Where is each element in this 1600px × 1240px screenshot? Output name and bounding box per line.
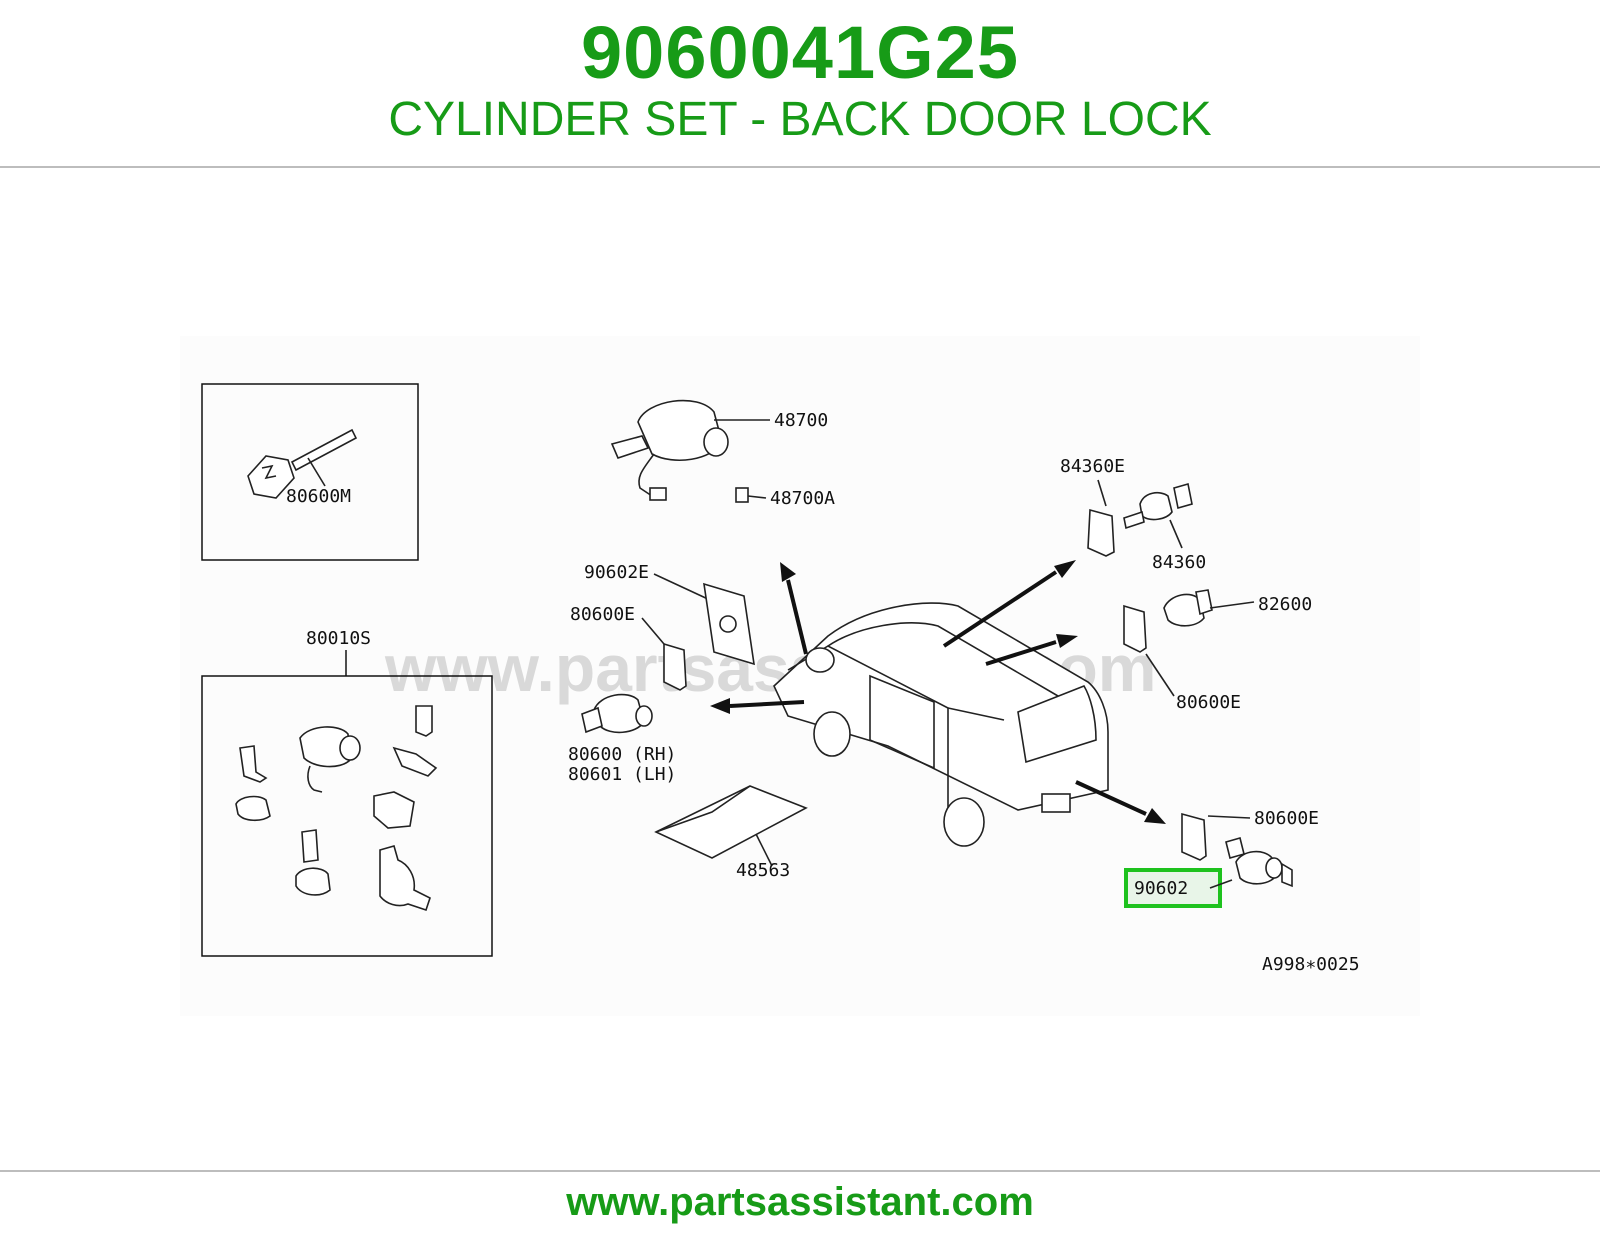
slide-cylinder-icon [1123,482,1193,530]
label-80600e-back[interactable]: 80600E [1254,808,1319,829]
footer-divider [0,1170,1600,1172]
footer-website-link[interactable]: www.partsassistant.com [566,1180,1034,1224]
highlight-box [1124,868,1222,908]
label-48563[interactable]: 48563 [736,860,790,881]
glove-leader [1209,601,1255,609]
label-80010s[interactable]: 80010S [306,628,371,649]
pouch-leader [755,833,773,867]
slide-spring-icon [1087,508,1115,557]
spring-left-icon [663,642,687,691]
spring-left-leader [641,617,665,645]
spring-right-leader [1145,653,1175,697]
ignition-connector-icon [735,487,749,503]
header-divider [0,166,1600,168]
part-name-subtitle: CYLINDER SET - BACK DOOR LOCK [388,93,1212,146]
label-90602e[interactable]: 90602E [584,562,649,583]
key-icon [247,428,358,499]
label-48700[interactable]: 48700 [774,410,828,431]
key-leader [307,457,326,487]
reference-code: A998∗0025 [1262,954,1360,975]
label-48700a[interactable]: 48700A [770,488,835,509]
ignition-conn-leader [747,495,767,499]
back-cyl-leader [1209,879,1233,889]
door-lock-icon [581,693,653,734]
label-84360e[interactable]: 84360E [1060,456,1125,477]
label-80600-rh[interactable]: 80600 (RH) [568,744,676,765]
label-80600m[interactable]: 80600M [286,486,351,507]
label-80601-lh[interactable]: 80601 (LH) [568,764,676,785]
page-header: 9060041G25 CYLINDER SET - BACK DOOR LOCK [0,0,1600,170]
glove-lock-icon [1163,589,1213,627]
back-spring-icon [1181,812,1207,861]
label-84360[interactable]: 84360 [1152,552,1206,573]
pouch-icon [654,785,808,859]
label-80600e-left[interactable]: 80600E [570,604,635,625]
label-90602[interactable]: 90602 [1134,878,1188,899]
set-inset-box [201,675,493,957]
plate-icon [703,582,755,666]
back-spring-leader [1207,815,1251,819]
plate-hole-icon [719,615,737,633]
set-parts-icon [235,705,438,912]
ignition-lock-icon [610,399,729,501]
arrows-group [710,560,1166,824]
parts-diagram: www.partsassistant.com 80600M 80010S [180,336,1420,1016]
plate-leader [653,573,711,601]
slide-spring-leader [1097,479,1107,507]
back-door-cylinder-icon [1225,837,1293,888]
key-inset-box [201,383,419,561]
part-number-title: 9060041G25 [581,11,1019,94]
slide-cyl-leader [1169,519,1183,549]
van-illustration-icon [773,602,1109,847]
diagram-canvas: www.partsassistant.com 80600M 80010S [201,383,1360,975]
label-80600e-right[interactable]: 80600E [1176,692,1241,713]
label-82600[interactable]: 82600 [1258,594,1312,615]
spring-right-icon [1123,604,1147,653]
